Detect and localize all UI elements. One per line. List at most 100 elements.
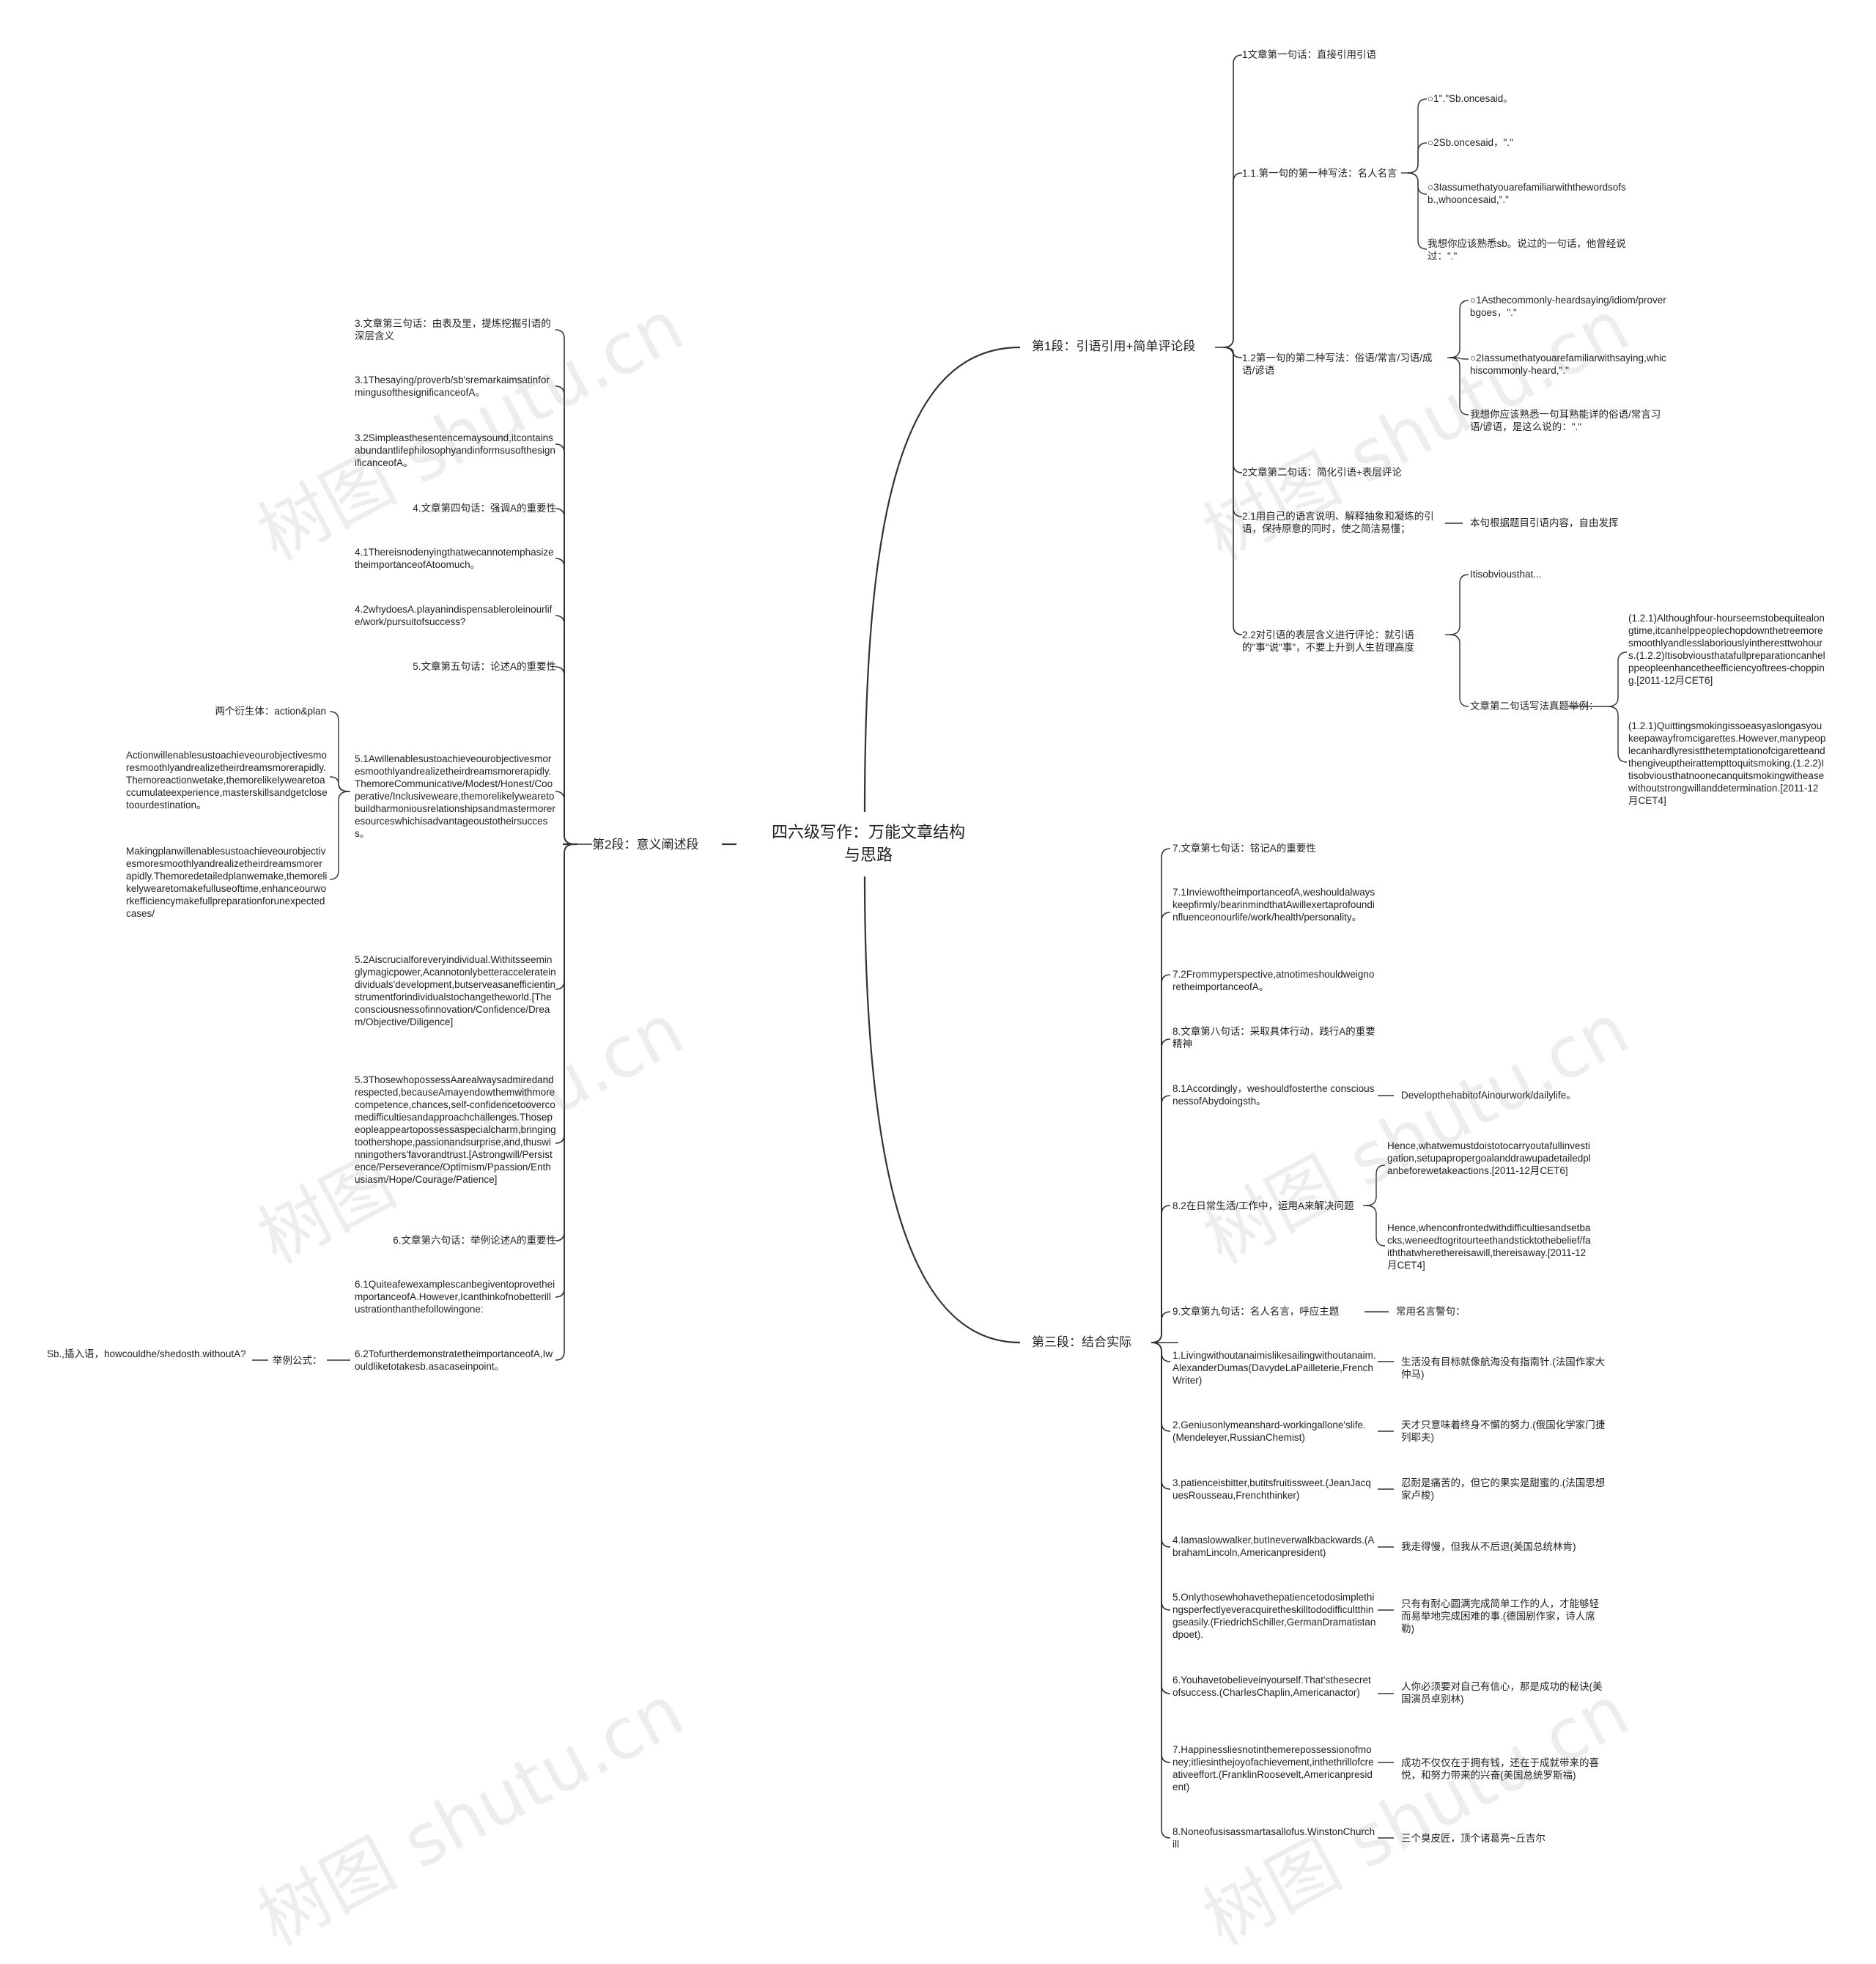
- branch-paragraph-2[interactable]: 第2段：意义阐述段: [592, 838, 699, 852]
- connector-line: [1222, 54, 1243, 348]
- node-b1-1-2-a[interactable]: ○1Asthecommonly-heardsaying/idiom/prover…: [1470, 295, 1666, 318]
- node-b1-1-2-b[interactable]: ○2Iassumethatyouarefamiliarwithsaying,wh…: [1470, 352, 1666, 376]
- connector-line: [1151, 1342, 1171, 1763]
- node-b2-6-2-a-1[interactable]: Sb.,插入语，howcouldhe/shedosth.withoutA?: [47, 1348, 246, 1359]
- node-b2-4-1[interactable]: 4.1Thereisnodenyingthatwecannotemphasize…: [355, 547, 554, 570]
- node-b3-9-a[interactable]: 常用名言警句：: [1396, 1306, 1466, 1317]
- node-b3-quote-4-cn[interactable]: 我走得慢，但我从不后退(美国总统林肯): [1401, 1541, 1576, 1552]
- connector-line: [329, 776, 350, 792]
- connector-line: [1151, 1342, 1171, 1839]
- connector-line: [863, 876, 1021, 1344]
- node-b2-3-2[interactable]: 3.2Simpleasthesentencemaysound,itcontain…: [355, 432, 555, 468]
- connector-line: [1407, 142, 1428, 174]
- node-b1-2-2-b-1[interactable]: (1.2.1)Althoughfour-hourseemstobequiteal…: [1628, 613, 1825, 686]
- node-b2-sentence-6[interactable]: 6.文章第六句话：举例论述A的重要性: [393, 1235, 556, 1246]
- node-b3-8-1-a[interactable]: DevelopthehabitofAinourwork/dailylife。: [1401, 1090, 1576, 1101]
- node-b3-7-2[interactable]: 7.2Frommyperspective,atnotimeshouldweign…: [1172, 969, 1375, 992]
- connector-line: [1222, 172, 1243, 348]
- connector-line: [1449, 357, 1469, 416]
- node-b2-sentence-3[interactable]: 3.文章第三句话：由表及里，提炼挖掘引语的深层含义: [355, 318, 551, 342]
- connector-line: [555, 558, 575, 845]
- node-b3-quote-6[interactable]: 6.Youhavetobelieveinyourself.That'sthese…: [1172, 1675, 1371, 1698]
- node-b2-5-3[interactable]: 5.3ThosewhopossessAarealwaysadmiredandre…: [355, 1074, 556, 1185]
- connector-line: [1151, 974, 1171, 1343]
- connector-line: [1151, 1342, 1171, 1694]
- node-b3-quote-2-cn[interactable]: 天才只意味着终身不懈的努力.(俄国化学家门捷列耶夫): [1401, 1420, 1606, 1443]
- connector-line: [1449, 300, 1469, 358]
- node-b1-sentence-2[interactable]: 2文章第二句话：简化引语+表层评论: [1242, 467, 1402, 478]
- connector-line: [1365, 1164, 1386, 1206]
- node-b2-sentence-5[interactable]: 5.文章第五句话：论述A的重要性: [413, 661, 556, 672]
- node-b3-sentence-9[interactable]: 9.文章第九句话：名人名言，呼应主题: [1172, 1306, 1340, 1317]
- connector-line: [555, 443, 575, 845]
- node-b3-sentence-8[interactable]: 8.文章第八句话：采取具体行动，践行A的重要精神: [1172, 1026, 1375, 1049]
- node-b3-quote-3-cn[interactable]: 忍耐是痛苦的，但它的果实是甜蜜的.(法国思想家卢梭): [1401, 1477, 1606, 1501]
- connector-line: [1607, 651, 1628, 707]
- node-b3-8-1[interactable]: 8.1Accordingly，weshouldfosterthe conscio…: [1172, 1083, 1375, 1107]
- node-b1-1-1-d[interactable]: 我想你应该熟悉sb。说过的一句话，他曾经说过：".": [1428, 238, 1626, 262]
- node-b2-sentence-4[interactable]: 4.文章第四句话：强调A的重要性: [413, 503, 556, 514]
- node-b1-2-2-a[interactable]: Itisobviousthat...: [1470, 569, 1542, 580]
- connector-line: [1365, 1205, 1386, 1247]
- node-b1-2-1[interactable]: 2.1用自己的语言说明、解释抽象和凝练的引语，保持原意的同时，使之简洁易懂；: [1242, 511, 1434, 534]
- connector-line: [1222, 347, 1243, 517]
- node-b3-quote-5[interactable]: 5.Onlythosewhohavethepatiencetodosimplet…: [1172, 1592, 1376, 1640]
- node-b1-2-2[interactable]: 2.2对引语的表层含义进行评论：就引语的"事"说"事"，不要上升到人生哲理高度: [1242, 630, 1415, 653]
- connector-line: [1151, 1342, 1171, 1490]
- connector-line: [1222, 347, 1243, 635]
- node-b2-5-1-c[interactable]: Makingplanwillenablesustoachieveourobjec…: [126, 846, 328, 919]
- connector-line: [1151, 1038, 1171, 1343]
- node-b2-3-1[interactable]: 3.1Thesaying/proverb/sb'sremarkaimsatinf…: [355, 374, 550, 398]
- node-b3-7-1[interactable]: 7.1InviewoftheimportanceofA,weshouldalwa…: [1172, 887, 1375, 923]
- node-b2-6-2[interactable]: 6.2TofurtherdemonstratetheimportanceofA,…: [355, 1348, 553, 1372]
- node-b1-2-1-a[interactable]: 本句根据题目引语内容，自由发挥: [1470, 517, 1619, 528]
- branch-paragraph-1[interactable]: 第1段：引语引用+简单评论段: [1032, 339, 1196, 353]
- node-b3-8-2[interactable]: 8.2在日常生活/工作中，运用A来解决问题: [1172, 1200, 1354, 1211]
- node-b3-quote-6-cn[interactable]: 人你必须要对自己有信心，那是成功的秘诀(美国演员卓别林): [1401, 1681, 1603, 1705]
- branch-paragraph-3[interactable]: 第三段：结合实际: [1032, 1335, 1131, 1349]
- connector-line: [555, 385, 575, 845]
- node-b2-6-2-a[interactable]: 举例公式：: [273, 1355, 322, 1366]
- node-b1-sentence-1[interactable]: 1文章第一句话：直接引用引语: [1242, 49, 1377, 60]
- connector-line: [555, 843, 575, 1241]
- connector-lines: [252, 54, 1628, 1839]
- connector-line: [1607, 706, 1628, 763]
- node-b3-quote-4[interactable]: 4.Iamaslowwalker,butIneverwalkbackwards.…: [1172, 1535, 1375, 1558]
- node-b1-1-2-c[interactable]: 我想你应该熟悉一句耳熟能详的俗语/常言习语/谚语，是这么说的：".": [1470, 409, 1661, 432]
- node-b2-5-1-a[interactable]: 两个衍生体：action&plan: [215, 706, 326, 717]
- node-b1-1-1-b[interactable]: ○2Sb.oncesaid，".": [1428, 137, 1513, 148]
- node-b1-2-2-b[interactable]: 文章第二句话写法真题举例：: [1470, 701, 1599, 712]
- node-b3-sentence-7[interactable]: 7.文章第七句话：铭记A的重要性: [1172, 843, 1316, 854]
- connector-line: [555, 843, 575, 1298]
- connector-line: [1151, 1311, 1171, 1343]
- node-b3-quote-7-cn[interactable]: 成功不仅仅在于拥有钱，还在于成就带来的喜悦，和努力带来的兴奋(美国总统罗斯福): [1401, 1757, 1599, 1781]
- connector-line: [1151, 1205, 1171, 1343]
- node-b1-1-1-c[interactable]: ○3Iassumethatyouarefamiliarwiththewordso…: [1428, 182, 1626, 205]
- node-b2-5-2[interactable]: 5.2Aiscrucialforeveryindividual.Withitss…: [355, 954, 556, 1027]
- node-b3-quote-1[interactable]: 1.Livingwithoutanaimislikesailingwithout…: [1172, 1350, 1376, 1386]
- connector-line: [555, 843, 575, 1361]
- node-b2-6-1[interactable]: 6.1Quiteafewexamplescanbegiventoprovethe…: [355, 1279, 555, 1315]
- node-b3-quote-3[interactable]: 3.patienceisbitter,butitsfruitissweet.(J…: [1172, 1477, 1371, 1501]
- node-b1-1-1[interactable]: 1.1.第一句的第一种写法：名人名言: [1242, 168, 1397, 179]
- node-b2-5-1[interactable]: 5.1Awillenablesustoachieveourobjectivesm…: [355, 753, 555, 839]
- node-b3-quote-8[interactable]: 8.Noneofusisassmartasallofus.WinstonChur…: [1172, 1826, 1375, 1850]
- node-b1-1-2[interactable]: 1.2第一句的第二种写法：俗语/常言/习语/成语/谚语: [1242, 352, 1433, 376]
- node-b2-4-2[interactable]: 4.2whydoesA.playanindispensableroleinour…: [355, 604, 553, 627]
- connector-line: [1151, 912, 1171, 1343]
- node-b3-quote-1-cn[interactable]: 生活没有目标就像航海没有指南针.(法国作家大仲马): [1401, 1356, 1606, 1380]
- node-b2-5-1-b[interactable]: Actionwillenablesustoachieveourobjective…: [126, 750, 328, 811]
- connector-line: [1407, 172, 1428, 250]
- node-b3-quote-8-cn[interactable]: 三个臭皮匠，顶个诸葛亮~丘吉尔: [1401, 1833, 1546, 1844]
- connector-line: [555, 615, 575, 845]
- root-topic[interactable]: 四六级写作：万能文章结构与思路: [771, 823, 965, 864]
- node-b3-8-2-a[interactable]: Hence,whatwemustdoistotocarryoutafullinv…: [1387, 1140, 1591, 1176]
- node-b3-quote-5-cn[interactable]: 只有有耐心圆满完成简单工作的人，才能够轻而易举地完成困难的事.(德国剧作家，诗人…: [1401, 1598, 1599, 1634]
- node-b3-quote-2[interactable]: 2.Geniusonlymeanshard-workingallone'slif…: [1172, 1420, 1366, 1443]
- node-b3-quote-7[interactable]: 7.Happinessliesnotinthemerepossessionofm…: [1172, 1744, 1374, 1793]
- connector-line: [1151, 1095, 1171, 1343]
- connector-line: [1449, 357, 1469, 360]
- node-b1-1-1-a[interactable]: ○1"."Sb.oncesaid。: [1428, 93, 1513, 104]
- node-b3-8-2-b[interactable]: Hence,whenconfrontedwithdifficultiesands…: [1387, 1222, 1591, 1271]
- node-b1-2-2-b-2[interactable]: (1.2.1)Quittingsmokingissoeasyaslongasyo…: [1628, 720, 1826, 806]
